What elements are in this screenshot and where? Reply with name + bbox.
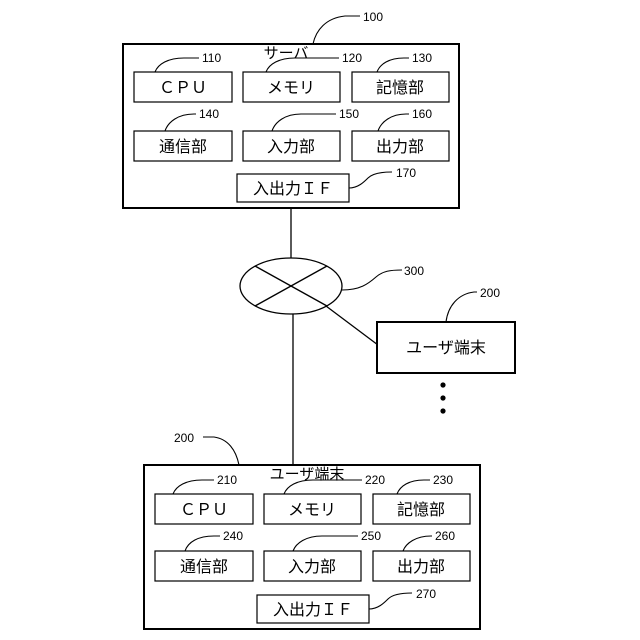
component-label: 記憶部 bbox=[376, 78, 424, 97]
remote-terminal-label: ユーザ端末 bbox=[406, 338, 486, 357]
component-label: 通信部 bbox=[159, 137, 207, 156]
server-title: サーバ bbox=[264, 44, 309, 62]
component-label: 記憶部 bbox=[397, 500, 445, 519]
ref-number: 260 bbox=[435, 529, 455, 543]
ref-number: 100 bbox=[363, 10, 383, 24]
component-label: ＣＰＵ bbox=[180, 500, 228, 519]
component-label: 出力部 bbox=[397, 557, 445, 576]
component-label: メモリ bbox=[288, 500, 336, 519]
user-terminal-block: ユーザ端末 200 210 ＣＰＵ 220 メモリ 230 記憶部 240 bbox=[144, 431, 480, 629]
ref-number: 200 bbox=[480, 286, 500, 300]
component-label: 通信部 bbox=[180, 557, 228, 576]
component-label: ＣＰＵ bbox=[159, 78, 207, 97]
ref-number: 160 bbox=[412, 107, 432, 121]
network-remote-terminal-link bbox=[318, 300, 378, 345]
ref-number: 250 bbox=[361, 529, 381, 543]
ref-number: 240 bbox=[223, 529, 243, 543]
leader-line bbox=[203, 437, 239, 465]
component-label: 入力部 bbox=[267, 137, 315, 156]
ref-number: 120 bbox=[342, 51, 362, 65]
more-terminals-ellipsis bbox=[440, 382, 445, 413]
ref-number: 200 bbox=[174, 431, 194, 445]
ref-number: 110 bbox=[202, 51, 221, 65]
remote-user-terminal: ユーザ端末 200 bbox=[377, 286, 515, 373]
ref-number: 170 bbox=[396, 166, 416, 180]
leader-line bbox=[446, 292, 477, 322]
component-label: 入出力ＩＦ bbox=[273, 600, 353, 619]
ref-number: 150 bbox=[339, 107, 359, 121]
network-node: 300 bbox=[240, 258, 424, 314]
leader-line bbox=[313, 16, 360, 44]
ref-number: 300 bbox=[404, 264, 424, 278]
component-label: 出力部 bbox=[376, 137, 424, 156]
ref-number: 230 bbox=[433, 473, 453, 487]
server-block: サーバ 100 110 ＣＰＵ 120 メモリ 130 記憶部 140 bbox=[123, 10, 459, 208]
ref-number: 140 bbox=[199, 107, 219, 121]
server-ref-callout: 100 bbox=[313, 10, 383, 44]
component-label: 入出力ＩＦ bbox=[253, 179, 333, 198]
ref-number: 130 bbox=[412, 51, 432, 65]
ellipsis-dot bbox=[440, 395, 445, 400]
ellipsis-dot bbox=[440, 382, 445, 387]
ref-number: 220 bbox=[365, 473, 385, 487]
component-label: メモリ bbox=[267, 78, 315, 97]
ellipsis-dot bbox=[440, 408, 445, 413]
leader-line bbox=[342, 270, 402, 290]
ref-number: 270 bbox=[416, 587, 436, 601]
ref-number: 210 bbox=[217, 473, 237, 487]
user-terminal-ref-callout: 200 bbox=[174, 431, 239, 465]
component-label: 入力部 bbox=[288, 557, 336, 576]
